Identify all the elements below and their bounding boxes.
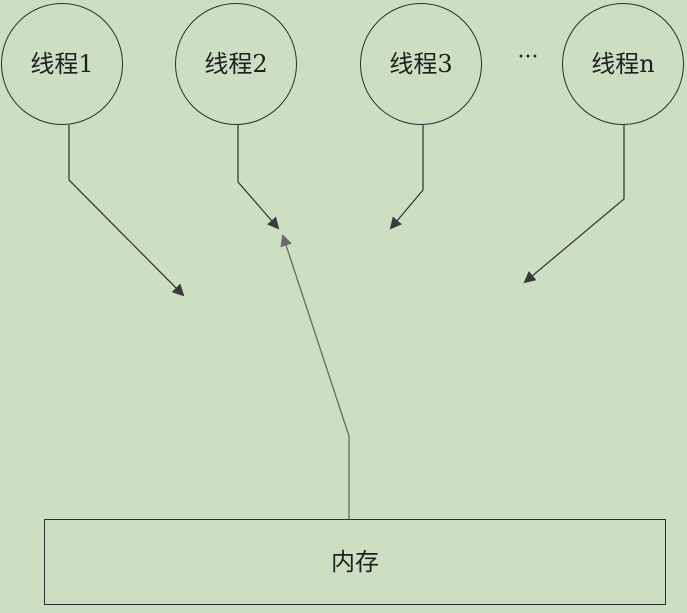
- thread-node-n-label: 线程n: [591, 50, 655, 78]
- arrow-thread-1: [68, 125, 185, 297]
- thread-node-1-label: 线程1: [30, 50, 94, 78]
- arrow-thread-2: [237, 125, 280, 230]
- thread-node-3: 线程3: [360, 3, 482, 125]
- thread-node-1: 线程1: [1, 3, 123, 125]
- arrow-thread-n: [523, 125, 625, 284]
- thread-node-3-label: 线程3: [389, 50, 453, 78]
- arrow-thread-3: [389, 125, 424, 230]
- arrow-memory-up: [280, 234, 350, 519]
- memory-label: 内存: [331, 548, 379, 576]
- memory-box: 内存: [44, 519, 666, 605]
- thread-node-2-label: 线程2: [204, 50, 268, 78]
- thread-node-2: 线程2: [175, 3, 297, 125]
- ellipsis-label: ···: [517, 45, 539, 70]
- thread-node-n: 线程n: [562, 3, 684, 125]
